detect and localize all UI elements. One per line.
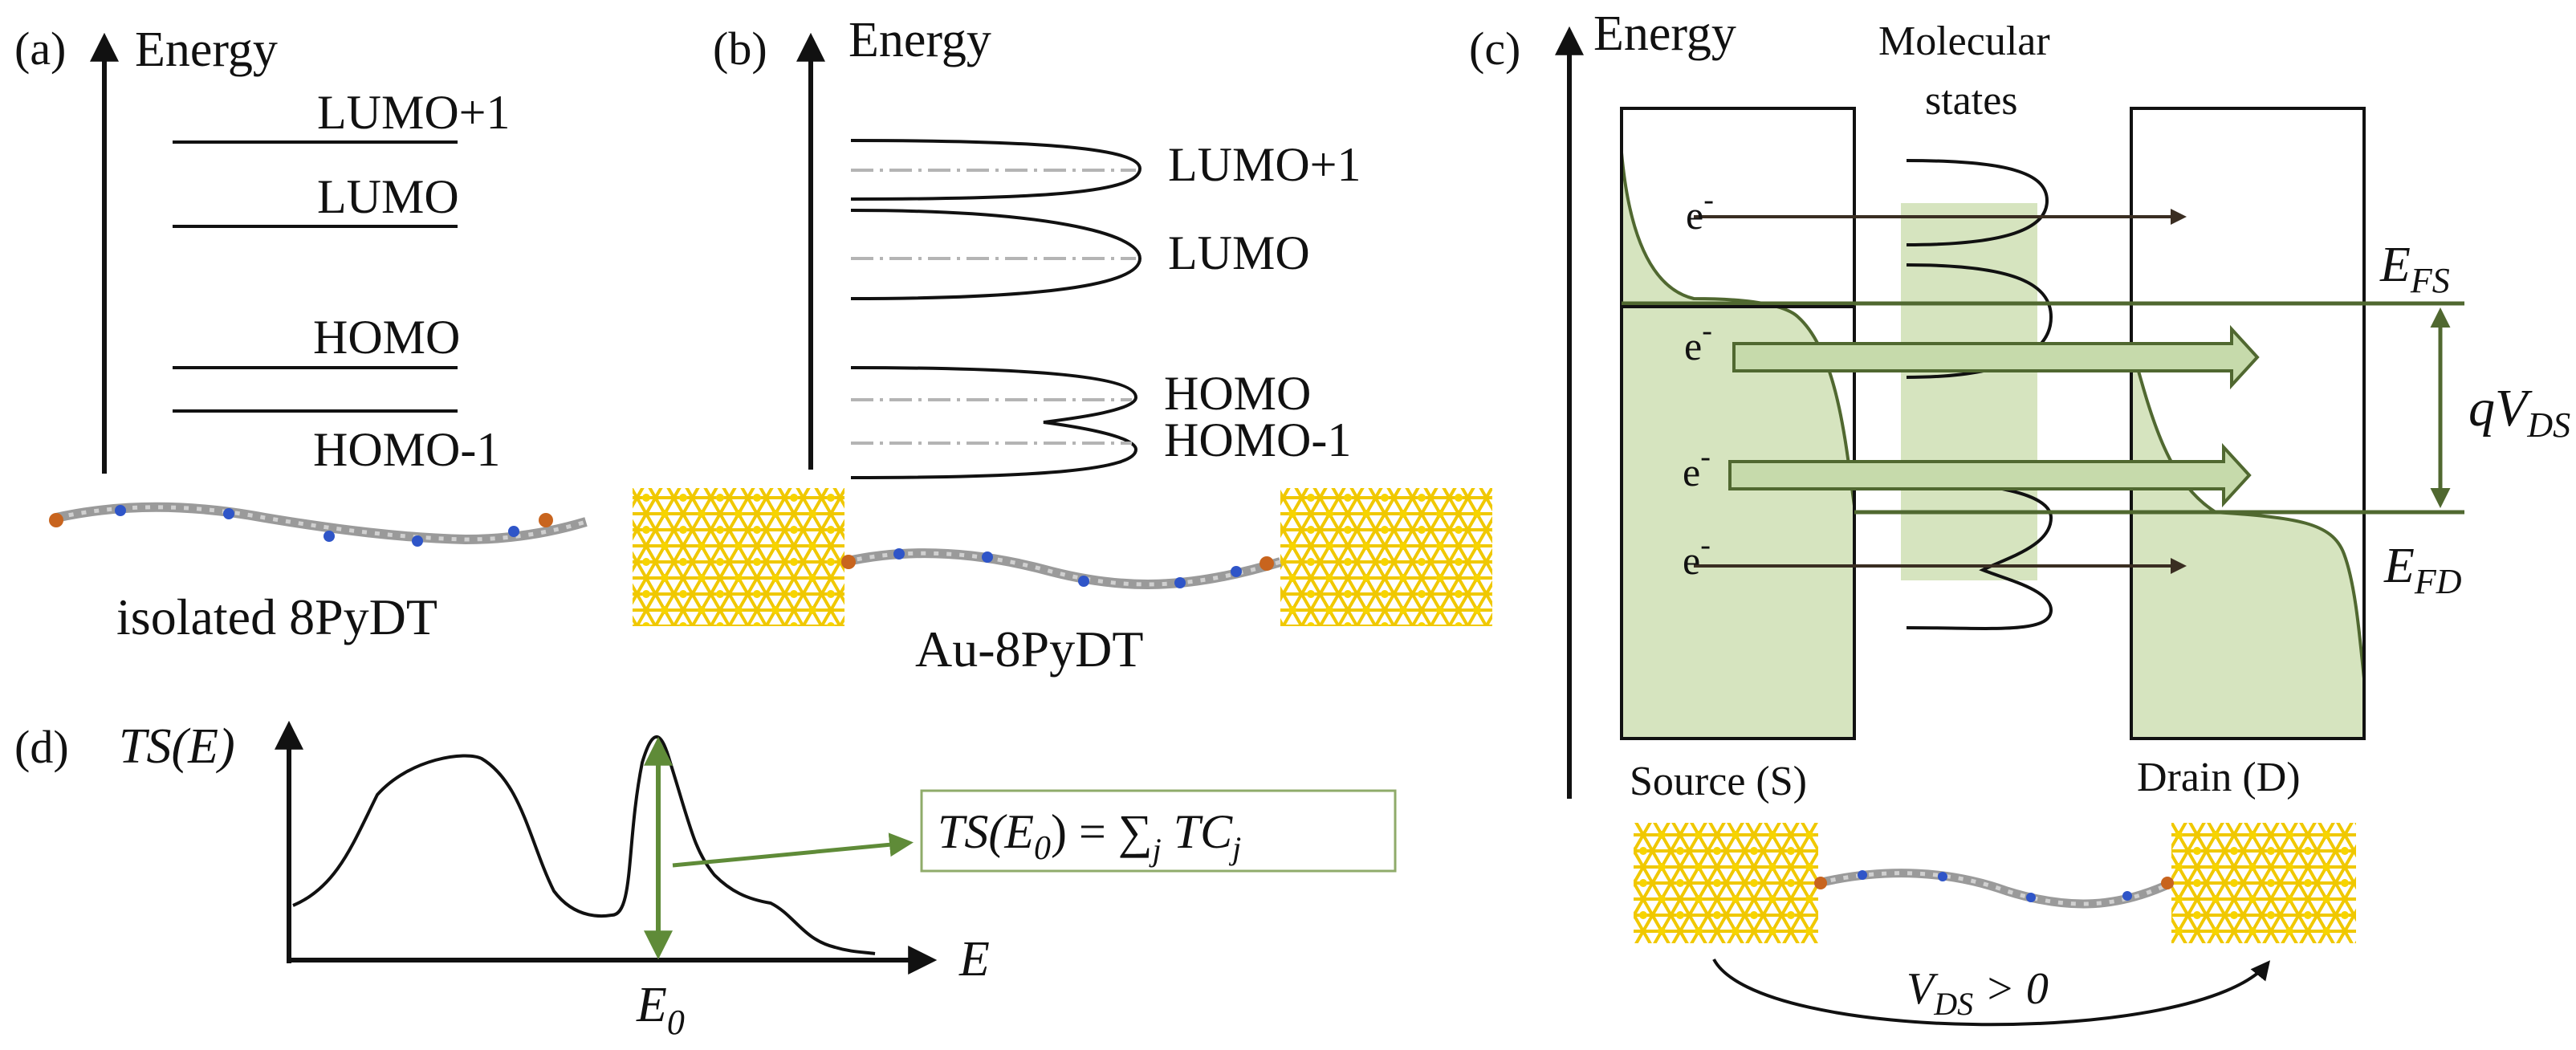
electron-label-3: e- [1683,440,1711,494]
drain-occupied-fill [2131,345,2364,739]
drain-label: Drain (D) [2137,755,2301,800]
panel-a-axis-label: Energy [135,22,278,77]
gold-electrode-right-b [1280,488,1492,626]
panel-b-axis-label: Energy [848,13,991,67]
vds-bias-arrow [1712,958,2271,1027]
panel-b-tag: (b) [713,22,767,75]
drain-fermi-curve [2130,344,2366,679]
qvds-label: qVDS [2468,379,2570,445]
panel-b: (b) Energy LUMO+1 LUMO HOMO HOMO-1 [633,13,1492,678]
flux-arrow-lower [1728,442,2252,508]
efd-label: EFD [2383,539,2462,601]
panel-c-tag: (c) [1469,22,1520,75]
panel-b-label-homo: HOMO [1164,367,1311,420]
gold-electrode-left-c [1634,823,1818,943]
panel-a: (a) Energy LUMO+1 LUMO HOMO HOMO-1 isola… [14,22,588,645]
vds-label: VDS > 0 [1907,964,2049,1022]
panel-a-label-homo: HOMO [313,311,460,364]
panel-b-lobe-homo [850,366,1138,479]
panel-a-caption: isolated 8PyDT [116,588,437,645]
panel-c: (c) Energy Molecular states e- [1469,6,2570,1027]
transport-window-shade [1901,203,2037,580]
formula-text: TS(E0) = ∑j TCj [938,805,1241,868]
panel-c-axis-label: Energy [1593,6,1736,61]
molecule-isolated [49,502,588,547]
panel-d-y-label: TS(E) [119,719,235,774]
panel-b-lobe-lumo [850,209,1142,300]
formula-pointer-arrow [672,832,914,868]
electron-label-1: e- [1686,183,1714,238]
panel-d: (d) TS(E) E TS(E0) = ∑j TCj E0 [14,719,1397,1042]
electron-label-4: e- [1683,528,1711,583]
efs-label: EFS [2379,238,2450,300]
panel-b-label-lumo1: LUMO+1 [1168,138,1361,191]
gold-electrode-right-c [2171,823,2356,943]
e0-label: E0 [636,978,685,1042]
molecular-states-label-2: states [1925,78,2018,124]
flux-arrow-upper [1732,324,2260,390]
source-label: Source (S) [1630,759,1807,804]
source-box [1620,107,1856,740]
transmission-curve [292,735,876,955]
panel-a-label-lumo1: LUMO+1 [317,86,511,139]
panel-b-caption: Au-8PyDT [915,621,1143,678]
electron-label-2: e- [1684,314,1712,368]
gold-electrode-left-b [633,488,844,626]
panel-a-tag: (a) [14,22,66,75]
panel-b-label-homo1: HOMO-1 [1164,413,1351,466]
panel-a-label-homo1: HOMO-1 [313,423,500,476]
panel-d-x-label: E [958,932,990,987]
mol-state-lobe-3 [1906,480,2053,630]
panel-b-lobe-lumo1 [850,139,1142,201]
panel-b-label-lumo: LUMO [1168,226,1310,279]
source-occupied-fill [1622,153,1854,739]
au-junction-c [1634,823,2356,943]
au-junction-b [633,488,1492,626]
formula-box [920,789,1397,873]
panel-a-label-lumo: LUMO [317,170,459,223]
molecular-states-label-1: Molecular [1878,18,2050,64]
mol-state-lobe-top [1906,159,2049,246]
panel-d-tag: (d) [14,721,69,773]
drain-box [2130,107,2366,740]
